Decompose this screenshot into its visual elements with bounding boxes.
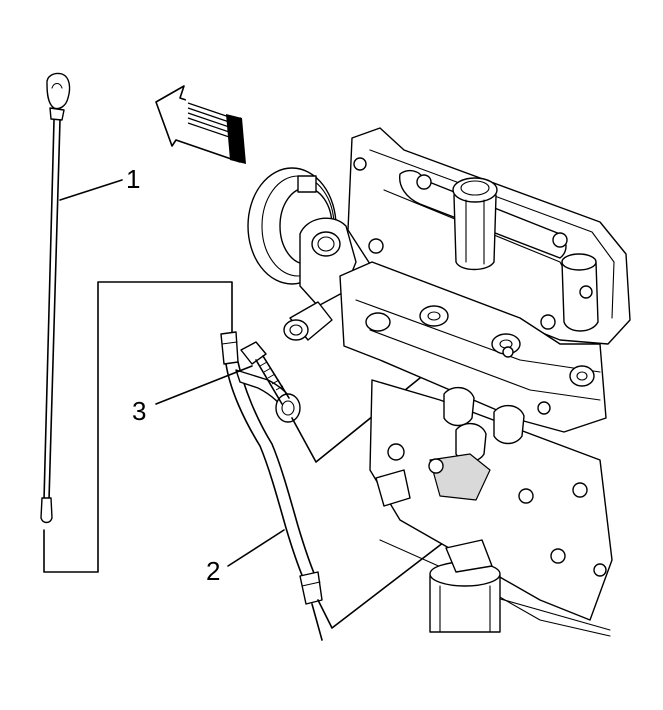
callout-1: 1 [126, 164, 140, 194]
callout-2: 2 [206, 556, 220, 586]
oil-fill-cap [452, 177, 498, 271]
oil-filter [429, 561, 501, 633]
front-arrow-icon [155, 85, 246, 164]
callout-leaders [59, 179, 285, 567]
dipstick-tube-bolt [240, 341, 290, 405]
dipstick-routing-lines [43, 281, 233, 573]
oil-level-dipstick [40, 72, 71, 524]
dipstick-tube [220, 331, 323, 641]
engine-assembly [247, 127, 631, 637]
callout-3: 3 [132, 396, 146, 426]
